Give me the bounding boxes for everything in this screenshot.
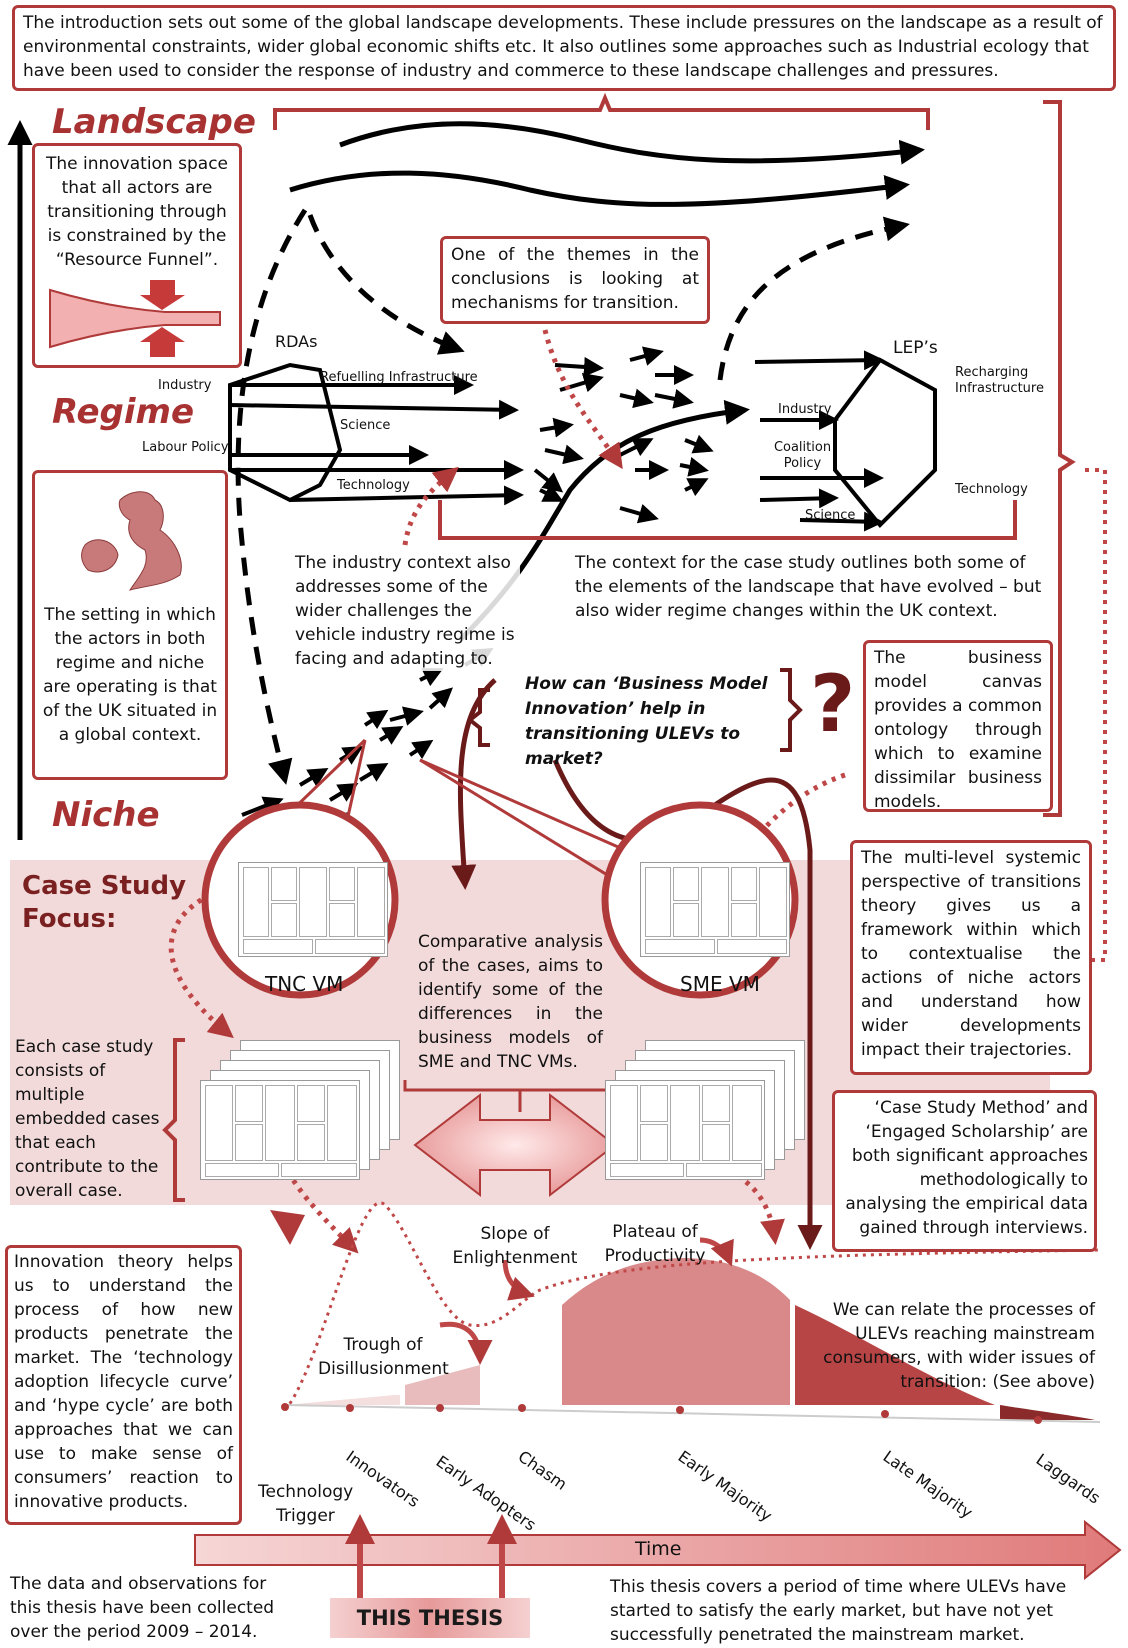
hype-trough: Trough of Disillusionment (318, 1335, 449, 1379)
niche-label: Niche (52, 795, 160, 835)
method-text: ‘Case Study Method’ and ‘Engaged Scholar… (845, 1098, 1088, 1238)
industry-context-text: The industry context also addresses some… (295, 551, 520, 671)
sme-canvas (640, 862, 790, 957)
research-question: How can ‘Business Model Innovation’ help… (525, 674, 768, 769)
dotted-arrow-mlp (1085, 468, 1107, 962)
label-industry-left: Industry (158, 378, 212, 393)
innovation-text: Innovation theory helps us to understand… (14, 1252, 233, 1512)
label-labour: Labour Policy (142, 440, 229, 455)
uk-text: The setting in which the actors in both … (42, 605, 218, 745)
label-science-left: Science (340, 418, 391, 433)
resource-funnel-icon (49, 280, 221, 357)
comparative-text: Comparative analysis of the cases, aims … (418, 932, 603, 1072)
funnel-box: The innovation space that all actors are… (32, 143, 242, 368)
landscape-wave-2 (289, 170, 910, 207)
hype-slope: Slope of Enlightenment (452, 1224, 578, 1268)
dotted-arrow-hype-left (272, 1144, 359, 1254)
regime-bracket (438, 500, 1017, 540)
label-technology-right: Technology (955, 482, 1028, 497)
bmc-box: The business model canvas provides a com… (863, 640, 1053, 812)
landscape-wave-1 (339, 121, 925, 165)
conclusions-text: One of the themes in the conclusions is … (451, 245, 699, 313)
this-thesis-text: THIS THESIS (356, 1606, 504, 1630)
label-recharging: Recharging Infrastructure (955, 365, 1044, 396)
dashed-arrow-up-right (717, 216, 910, 381)
embedded-brace (162, 1038, 185, 1202)
uk-map-icon (81, 491, 182, 591)
uk-box: The setting in which the actors in both … (32, 470, 228, 780)
landscape-label: Landscape (52, 102, 256, 142)
dark-link-left (451, 678, 497, 890)
red-pointer-arrow (270, 1210, 305, 1245)
sme-label: SME VM (680, 972, 760, 996)
mlp-text: The multi-level systemic perspective of … (861, 848, 1081, 1060)
hype-technology-trigger: Technology Trigger (258, 1482, 354, 1526)
funnel-text: The innovation space that all actors are… (45, 154, 228, 270)
hype-cycle-curve (283, 1201, 1101, 1411)
tnc-label: TNC VM (265, 972, 344, 996)
dashed-arrow-down-left (235, 208, 308, 785)
adoption-curve-early-adopters (405, 1365, 480, 1405)
innovation-box: Innovation theory helps us to understand… (5, 1245, 242, 1525)
case-study-focus-label: Case Study Focus: (22, 871, 187, 934)
comparative-double-arrow (413, 1092, 617, 1198)
relate-text: We can relate the processes of ULEVs rea… (823, 1300, 1095, 1392)
embedded-text: Each case study consists of multiple emb… (15, 1037, 160, 1201)
tnc-canvas (238, 862, 388, 957)
case-context-text: The context for the case study outlines … (575, 551, 1045, 623)
bmc-text: The business model canvas provides a com… (874, 648, 1042, 812)
data-note: The data and observations for this thesi… (10, 1574, 275, 1642)
mlp-box: The multi-level systemic perspective of … (850, 840, 1092, 1075)
embedded-canvas-right-front (605, 1080, 765, 1180)
adoption-curve-laggards (1000, 1405, 1095, 1420)
method-box: ‘Case Study Method’ and ‘Engaged Scholar… (832, 1090, 1097, 1252)
label-technology-left: Technology (337, 478, 410, 493)
hype-plateau: Plateau of Productivity (604, 1222, 706, 1266)
scattered-arrows (241, 346, 714, 834)
question-brace-left (466, 688, 490, 747)
this-thesis-banner: THIS THESIS (330, 1598, 530, 1638)
dotted-arrow-tnc (168, 892, 234, 1039)
dashed-arrow-to-center (307, 214, 465, 355)
right-regime-hexagon (833, 357, 937, 528)
conclusions-box: One of the themes in the conclusions is … (440, 236, 710, 324)
time-arrow (194, 1519, 1122, 1581)
adoption-curve-innovators (285, 1395, 400, 1405)
question-mark: ? (810, 660, 856, 750)
embedded-canvas-left-front (200, 1080, 360, 1180)
intro-text: The introduction sets out some of the gl… (23, 13, 1103, 81)
adoption-curve-late-majority (795, 1305, 995, 1405)
label-refuelling: Refuelling Infrastructure (320, 370, 478, 385)
intro-box: The introduction sets out some of the gl… (12, 5, 1116, 91)
label-industry-right: Industry (778, 402, 832, 417)
dotted-arrow-industry (402, 466, 459, 546)
regime-label: Regime (52, 392, 195, 432)
dotted-arrow-conclusions (542, 329, 623, 470)
label-leps: LEP’s (893, 338, 938, 358)
right-bracket (1043, 100, 1076, 817)
adoption-curve-early-majority (562, 1258, 790, 1405)
question-brace-right (780, 668, 803, 752)
landscape-bracket (273, 92, 930, 130)
label-science-right: Science (805, 508, 856, 523)
left-regime-hexagon (228, 362, 343, 503)
time-label: Time (635, 1538, 682, 1560)
period-note: This thesis covers a period of time wher… (610, 1577, 1067, 1645)
label-coalition: Coalition Policy (773, 440, 832, 471)
label-rdas: RDAs (275, 332, 318, 351)
